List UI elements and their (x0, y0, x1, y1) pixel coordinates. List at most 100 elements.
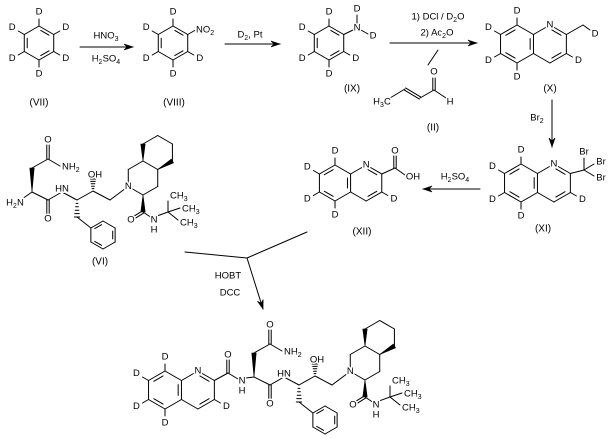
reagent-hobt: HOBT (215, 271, 242, 282)
single-bond (583, 163, 595, 171)
ring-bond (148, 370, 166, 381)
single-bond (167, 211, 179, 221)
deuterium-label: D (133, 368, 140, 379)
amide-nitrogen-label: N (373, 400, 380, 411)
single-bond (378, 396, 391, 402)
deuterium-label: D (354, 4, 361, 15)
subscript: 4 (116, 59, 120, 66)
subscript: 2 (210, 30, 214, 37)
substituent-bond (493, 53, 502, 58)
reactant-connector (246, 231, 308, 259)
ring-bond (142, 160, 159, 170)
deuterium-label: D (304, 162, 311, 173)
deuterium-label: D (518, 211, 525, 222)
ring-bond (148, 399, 166, 410)
ring-bond (349, 371, 366, 381)
double-bond (135, 212, 145, 219)
substituent-bond (151, 51, 159, 56)
bonds (17, 14, 595, 435)
deuterium-label: D (370, 31, 377, 42)
ring-bond (127, 186, 144, 196)
ring-bond (324, 405, 338, 414)
compound-label-ii: (II) (427, 123, 439, 134)
ring-bond (365, 191, 383, 202)
ring-nitrogen-label: N (347, 366, 354, 377)
reagent-dcl-d2o: 1) DCl / D2​O (412, 12, 465, 24)
single-bond (31, 191, 49, 201)
single-bond (21, 191, 33, 200)
subscript: 4 (465, 177, 469, 184)
substituent-bond (497, 192, 506, 197)
reagent-ac2o: 2) Ac2​O (421, 28, 454, 40)
hydrogen-label: H (447, 97, 454, 108)
deuterium-label: D (390, 194, 397, 205)
hydroxyl-label: OH (310, 355, 324, 366)
wedge-bond (362, 379, 368, 398)
oxygen-label: O (266, 399, 273, 410)
deuterium-label: D (332, 146, 339, 157)
aromatic-inner-bond (40, 50, 50, 57)
methyl-label: CH3​ (170, 191, 188, 203)
single-bond (31, 158, 49, 169)
methyl-label: CH3​ (180, 218, 198, 230)
compound-label-ix: (IX) (344, 84, 360, 95)
single-bond (187, 30, 196, 35)
ring-bond (516, 53, 534, 64)
reactant-connector (184, 251, 248, 259)
deuterium-label: D (332, 210, 339, 221)
ring-bond (102, 220, 116, 229)
single-bond (253, 376, 271, 386)
single-bond (213, 372, 229, 381)
ring-bond (379, 320, 395, 330)
compound-label-vi: (VI) (92, 257, 108, 268)
ring-bond (197, 370, 215, 381)
deuterium-label: D (62, 53, 69, 64)
deuterium-label: D (514, 6, 521, 17)
ring-bond (142, 186, 159, 196)
aromatic-inner-bond (555, 168, 566, 175)
substituent-bond (343, 51, 351, 56)
substituent-bond (151, 30, 159, 35)
single-bond (227, 372, 239, 380)
bromine-label: Br (596, 173, 606, 184)
deuterium-label: D (579, 194, 586, 205)
oxygen-label: O (430, 67, 437, 78)
hydrogen-label: H (151, 225, 158, 236)
double-bond (405, 87, 422, 98)
subscript: 3 (115, 36, 119, 43)
ring-bond (90, 220, 104, 229)
aromatic-inner-bond (323, 190, 334, 197)
ring-bond (520, 192, 538, 203)
wedge-bond (29, 167, 35, 193)
single-bond (76, 216, 92, 229)
ring-bond (536, 192, 555, 203)
ring-nitrogen-label: N (363, 160, 370, 171)
reagent-dcc: DCC (220, 288, 241, 299)
compound-label-viii: (VIII) (163, 98, 185, 109)
ring-bond (164, 399, 182, 410)
double-bond (133, 210, 143, 217)
arrowhead-icon (123, 43, 134, 51)
aromatic-inner-bond (367, 190, 378, 197)
aromatic-inner-bond (330, 50, 340, 57)
ring-bond (312, 405, 326, 414)
reagent-h2so4: H2​SO4​ (92, 54, 121, 66)
aromatic-inner-bond (505, 29, 516, 36)
single-bond (47, 158, 61, 167)
ring-bond (549, 53, 567, 64)
nitrogen-label: N (354, 23, 361, 34)
ring-bond (504, 163, 522, 174)
substituent-bond (141, 376, 150, 381)
wedge-bond (379, 343, 396, 355)
ring-bond (334, 164, 352, 175)
single-bond (583, 169, 595, 177)
labels: DDDDDD(VII)HNO3​H2​SO4​DDDDDNO2​(VIII)D2… (5, 2, 608, 430)
oxygen-label: O (224, 350, 231, 361)
subscript: 2 (99, 59, 103, 66)
single-bond (167, 207, 181, 213)
aromatic-inner-bond (40, 29, 50, 36)
single-bond (419, 89, 435, 99)
aromatic-inner-bond (555, 191, 566, 198)
subscript: 2 (442, 33, 446, 40)
single-bond (156, 211, 169, 217)
